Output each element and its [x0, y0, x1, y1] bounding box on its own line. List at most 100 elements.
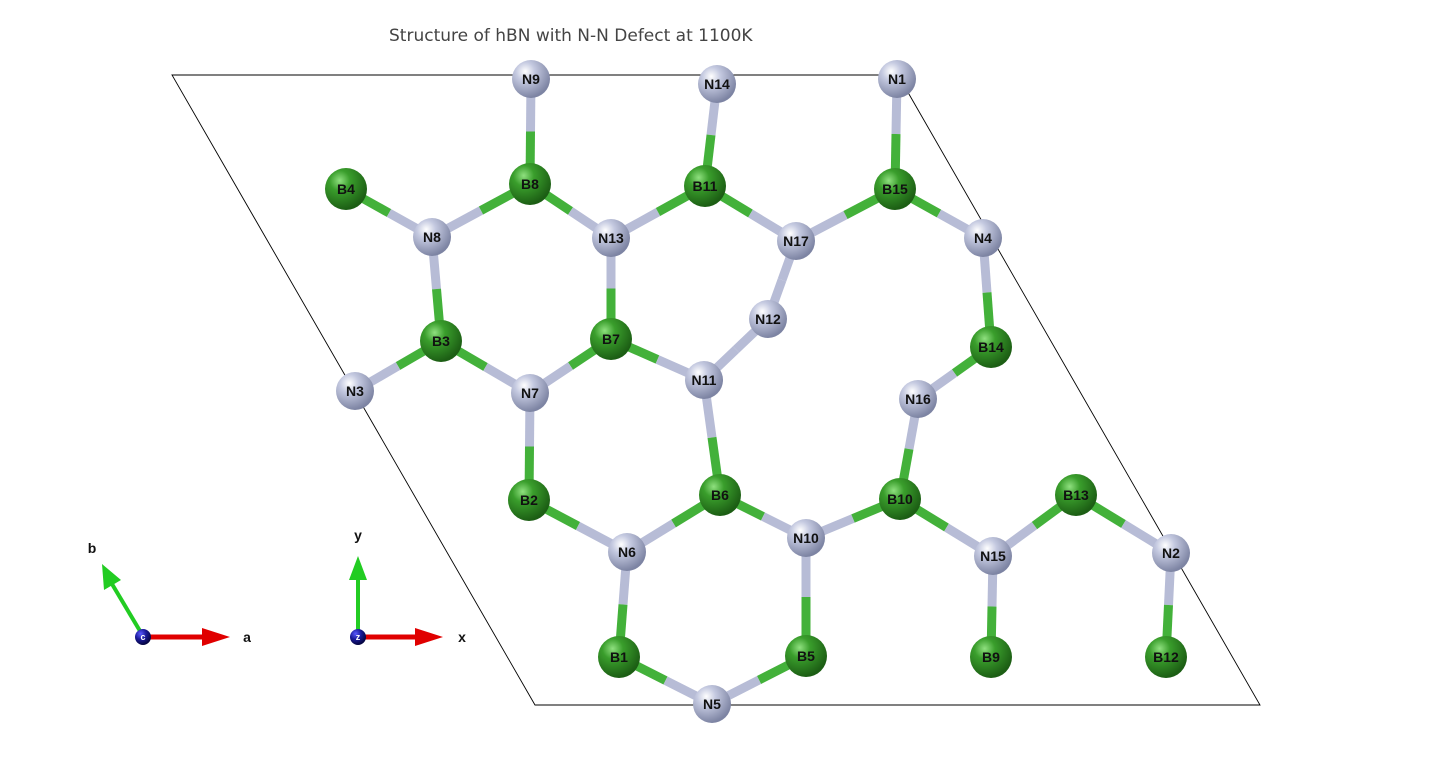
atom-N4[interactable]: N4 — [964, 219, 1002, 257]
atom-B12[interactable]: B12 — [1145, 636, 1187, 678]
bonds-layer — [343, 78, 1176, 709]
atom-sphere-N13[interactable] — [592, 219, 630, 257]
atom-B13[interactable]: B13 — [1055, 474, 1097, 516]
atom-sphere-B8[interactable] — [509, 163, 551, 205]
atom-N8[interactable]: N8 — [413, 218, 451, 256]
atom-label-B11: B11 — [693, 178, 718, 194]
atom-label-B9: B9 — [982, 649, 1000, 665]
atom-label-N10: N10 — [793, 530, 819, 546]
atom-B15[interactable]: B15 — [874, 168, 916, 210]
atom-B4[interactable]: B4 — [325, 168, 367, 210]
atom-sphere-B6[interactable] — [699, 474, 741, 516]
atom-sphere-N15[interactable] — [974, 537, 1012, 575]
atom-N9[interactable]: N9 — [512, 60, 550, 98]
atom-label-N4: N4 — [974, 230, 992, 246]
atom-sphere-B2[interactable] — [508, 479, 550, 521]
atom-B6[interactable]: B6 — [699, 474, 741, 516]
atom-B11[interactable]: B11 — [684, 165, 726, 207]
atom-sphere-N3[interactable] — [336, 372, 374, 410]
atom-N5[interactable]: N5 — [693, 685, 731, 723]
atom-sphere-N2[interactable] — [1152, 534, 1190, 572]
atom-sphere-B14[interactable] — [970, 326, 1012, 368]
atom-label-B1: B1 — [610, 649, 628, 665]
atom-sphere-N12[interactable] — [749, 300, 787, 338]
atom-label-B12: B12 — [1153, 649, 1179, 665]
atom-label-N2: N2 — [1162, 545, 1180, 561]
atom-sphere-N4[interactable] — [964, 219, 1002, 257]
atom-sphere-B1[interactable] — [598, 636, 640, 678]
atom-sphere-B7[interactable] — [590, 318, 632, 360]
atom-N7[interactable]: N7 — [511, 374, 549, 412]
atom-sphere-B15[interactable] — [874, 168, 916, 210]
figure-title: Structure of hBN with N-N Defect at 1100… — [389, 26, 753, 46]
atom-sphere-N14[interactable] — [698, 65, 736, 103]
atom-N2[interactable]: N2 — [1152, 534, 1190, 572]
atom-B8[interactable]: B8 — [509, 163, 551, 205]
atom-N1[interactable]: N1 — [878, 60, 916, 98]
atom-sphere-B11[interactable] — [684, 165, 726, 207]
b-axis-arrow-shaft — [110, 582, 145, 638]
atom-B7[interactable]: B7 — [590, 318, 632, 360]
atom-label-N8: N8 — [423, 229, 441, 245]
cartesian-axes-triad: z x y — [349, 527, 466, 646]
atom-label-B7: B7 — [602, 331, 620, 347]
atom-B5[interactable]: B5 — [785, 635, 827, 677]
atom-N15[interactable]: N15 — [974, 537, 1012, 575]
atom-label-B3: B3 — [432, 333, 450, 349]
atom-sphere-B3[interactable] — [420, 320, 462, 362]
atom-label-N1: N1 — [888, 71, 906, 87]
atom-sphere-B13[interactable] — [1055, 474, 1097, 516]
atom-label-N12: N12 — [755, 311, 781, 327]
atom-sphere-N6[interactable] — [608, 533, 646, 571]
atom-B9[interactable]: B9 — [970, 636, 1012, 678]
atom-sphere-N1[interactable] — [878, 60, 916, 98]
atom-label-N17: N17 — [783, 233, 809, 249]
atom-label-N6: N6 — [618, 544, 636, 560]
atom-label-B10: B10 — [887, 491, 913, 507]
x-axis-arrow-head — [415, 628, 443, 646]
b-axis-arrow-head — [102, 564, 121, 590]
atom-sphere-N10[interactable] — [787, 519, 825, 557]
atom-N3[interactable]: N3 — [336, 372, 374, 410]
atom-sphere-B9[interactable] — [970, 636, 1012, 678]
atom-sphere-N7[interactable] — [511, 374, 549, 412]
b-axis-label: b — [88, 540, 97, 556]
atom-label-B15: B15 — [882, 181, 908, 197]
atom-label-N15: N15 — [980, 548, 1006, 564]
atom-label-N13: N13 — [598, 230, 624, 246]
atom-B10[interactable]: B10 — [879, 478, 921, 520]
atom-sphere-B12[interactable] — [1145, 636, 1187, 678]
atom-sphere-N9[interactable] — [512, 60, 550, 98]
atom-label-B4: B4 — [337, 181, 355, 197]
atom-sphere-N17[interactable] — [777, 222, 815, 260]
a-axis-label: a — [243, 629, 251, 645]
atom-label-B5: B5 — [797, 648, 815, 664]
atom-label-N14: N14 — [704, 76, 730, 92]
atom-B1[interactable]: B1 — [598, 636, 640, 678]
atom-sphere-N16[interactable] — [899, 380, 937, 418]
atom-N14[interactable]: N14 — [698, 65, 736, 103]
atom-label-N11: N11 — [692, 372, 717, 388]
atom-sphere-B4[interactable] — [325, 168, 367, 210]
atom-N17[interactable]: N17 — [777, 222, 815, 260]
atom-sphere-B5[interactable] — [785, 635, 827, 677]
atom-N13[interactable]: N13 — [592, 219, 630, 257]
atom-N11[interactable]: N11 — [685, 361, 723, 399]
atom-sphere-N8[interactable] — [413, 218, 451, 256]
c-axis-marker — [135, 629, 151, 645]
atom-sphere-N5[interactable] — [693, 685, 731, 723]
atom-label-N3: N3 — [346, 383, 364, 399]
atom-N12[interactable]: N12 — [749, 300, 787, 338]
atom-label-N5: N5 — [703, 696, 721, 712]
z-axis-marker — [350, 629, 366, 645]
atom-sphere-B10[interactable] — [879, 478, 921, 520]
atom-B2[interactable]: B2 — [508, 479, 550, 521]
atom-B14[interactable]: B14 — [970, 326, 1012, 368]
z-axis-label: z — [356, 632, 361, 642]
y-axis-arrow-head — [349, 556, 367, 580]
atom-B3[interactable]: B3 — [420, 320, 462, 362]
atom-sphere-N11[interactable] — [685, 361, 723, 399]
atom-N6[interactable]: N6 — [608, 533, 646, 571]
atom-N10[interactable]: N10 — [787, 519, 825, 557]
atom-N16[interactable]: N16 — [899, 380, 937, 418]
